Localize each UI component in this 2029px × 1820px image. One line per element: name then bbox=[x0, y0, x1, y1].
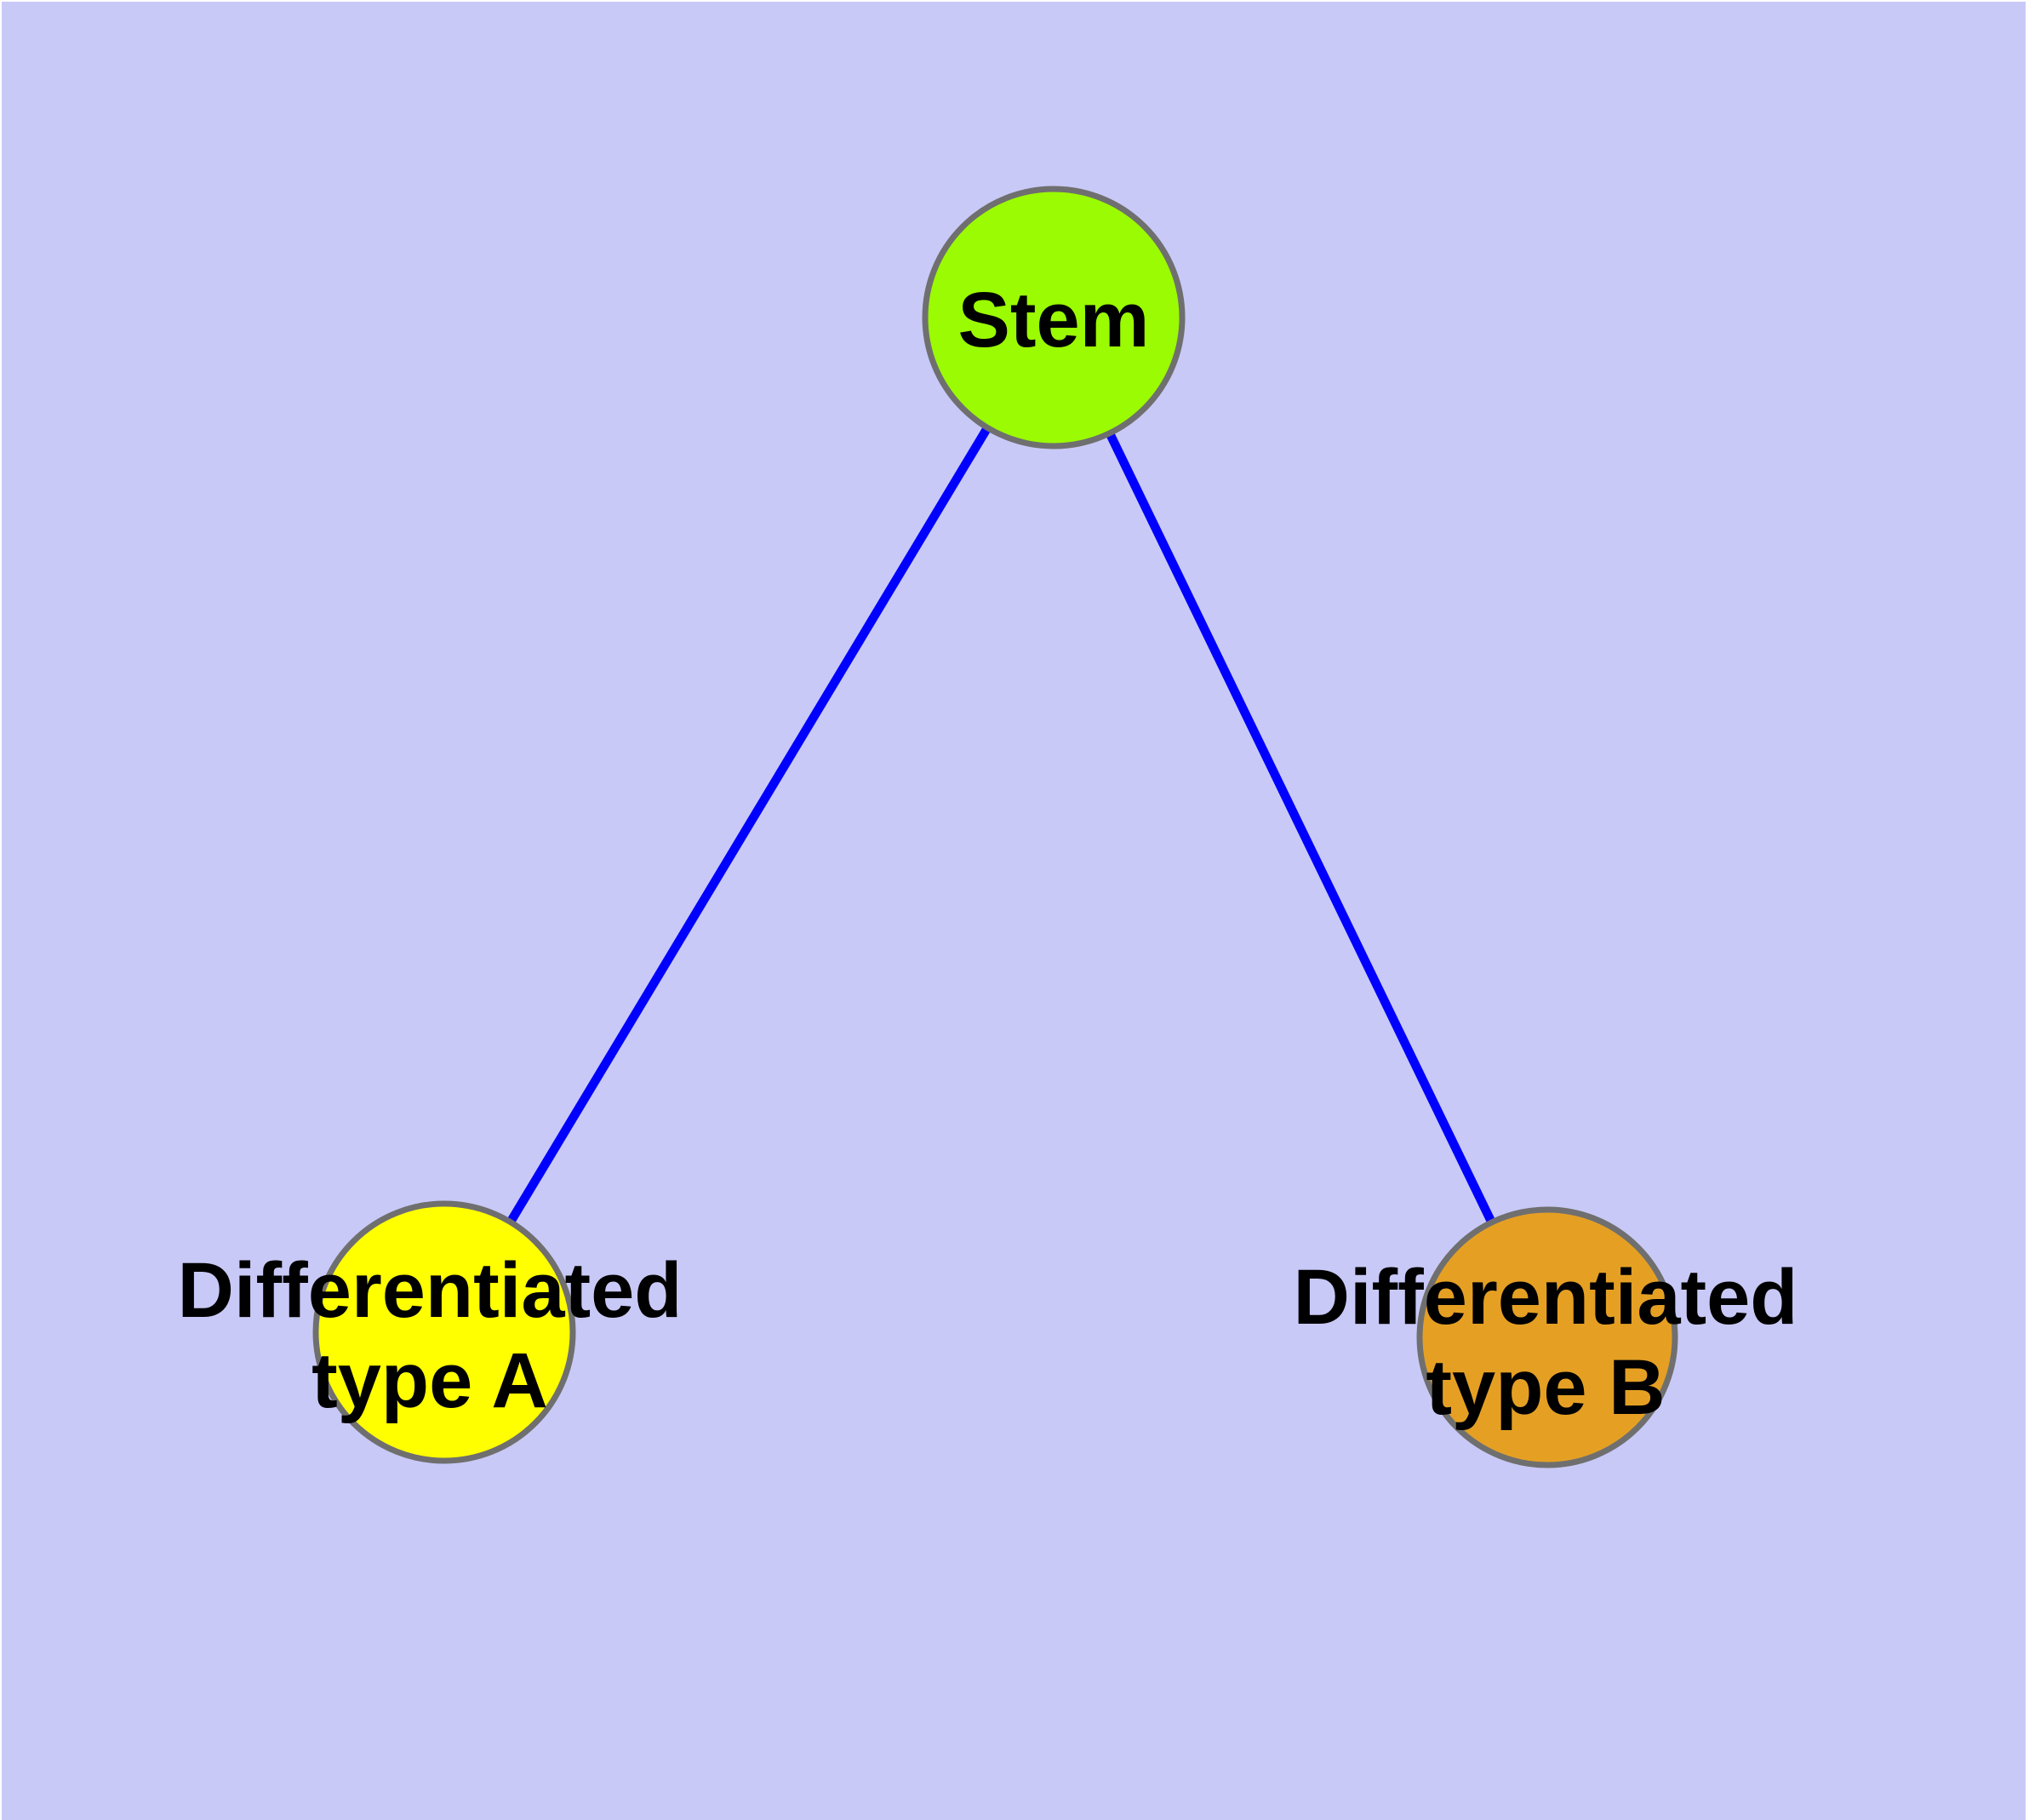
node-differentiated-type-a-label-line1: Differentiated bbox=[178, 1247, 683, 1334]
edge-stem-to-type-a bbox=[440, 315, 1058, 1335]
node-stem[interactable]: Stem bbox=[922, 186, 1186, 449]
node-differentiated-type-a[interactable]: Differentiated type A bbox=[178, 1200, 683, 1464]
node-differentiated-type-b[interactable]: Differentiated type B bbox=[1294, 1206, 1798, 1468]
node-stem-label: Stem bbox=[958, 277, 1150, 363]
edge-stem-to-type-b bbox=[1049, 315, 1552, 1340]
node-differentiated-type-b-label-line2: type B bbox=[1426, 1344, 1665, 1431]
node-differentiated-type-b-circle[interactable] bbox=[1416, 1206, 1678, 1468]
node-differentiated-type-b-label-line1: Differentiated bbox=[1294, 1254, 1798, 1341]
node-differentiated-type-a-label-line2: type A bbox=[311, 1337, 548, 1424]
node-stem-circle[interactable] bbox=[922, 186, 1186, 449]
node-differentiated-type-a-circle[interactable] bbox=[312, 1200, 576, 1464]
